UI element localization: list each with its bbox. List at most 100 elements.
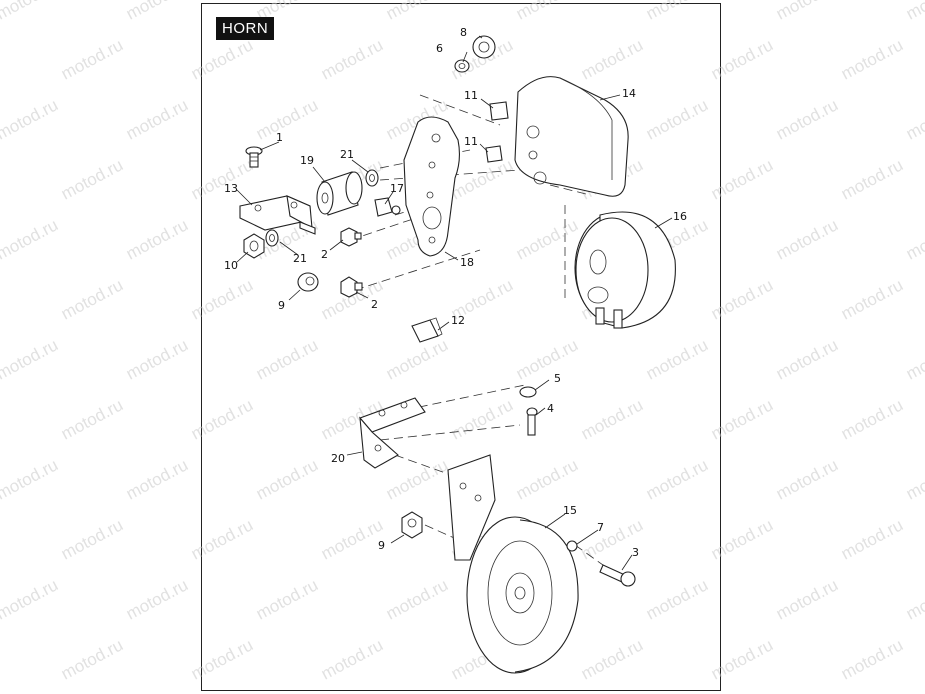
watermark-text: motod.ru — [513, 0, 581, 24]
part-15-disc-horn — [447, 454, 579, 674]
part-14-cover — [514, 76, 629, 197]
callout-18: 18 — [460, 256, 474, 269]
part-7-washer — [566, 540, 578, 552]
watermark-text: motod.ru — [318, 635, 386, 683]
part-2-bolt-upper — [340, 227, 362, 247]
watermark-text: motod.ru — [0, 95, 61, 143]
watermark-text: motod.ru — [708, 395, 776, 443]
watermark-text: motod.ru — [643, 95, 711, 143]
watermark-text: motod.ru — [58, 275, 126, 323]
watermark-text: motod.ru — [123, 575, 191, 623]
watermark-text: motod.ru — [318, 35, 386, 83]
callout-10: 10 — [224, 259, 238, 272]
leader-lines — [236, 35, 673, 571]
watermark-text: motod.ru — [773, 575, 841, 623]
part-5-washer — [519, 386, 537, 398]
part-21-washer-lower — [265, 229, 279, 247]
callout-labels: 1 2 2 3 4 5 6 7 8 9 9 10 11 11 12 13 14 … — [224, 26, 687, 559]
watermark-text: motod.ru — [903, 215, 925, 263]
watermark-text: motod.ru — [513, 335, 581, 383]
watermark-text: motod.ru — [708, 35, 776, 83]
watermark-text: motod.ru — [0, 215, 61, 263]
part-9-nut-lower — [401, 511, 423, 539]
callout-2-lower: 2 — [371, 298, 378, 311]
callout-4: 4 — [547, 402, 554, 415]
watermark-text: motod.ru — [838, 515, 906, 563]
callout-9-lower: 9 — [378, 539, 385, 552]
watermark-text: motod.ru — [448, 395, 516, 443]
watermark-text: motod.ru — [643, 335, 711, 383]
watermark-text: motod.ru — [708, 635, 776, 683]
callout-1: 1 — [276, 131, 283, 144]
callout-3: 3 — [632, 546, 639, 559]
watermark-text: motod.ru — [0, 335, 61, 383]
part-20-bracket — [359, 397, 426, 469]
watermark-text: motod.ru — [578, 395, 646, 443]
watermark-text: motod.ru — [253, 335, 321, 383]
watermark-text: motod.ru — [773, 95, 841, 143]
watermark-text: motod.ru — [0, 575, 61, 623]
callout-12: 12 — [451, 314, 465, 327]
watermark-text: motod.ru — [838, 155, 906, 203]
watermark-text: motod.ru — [838, 635, 906, 683]
part-11-clip-upper — [489, 101, 509, 121]
callout-13: 13 — [224, 182, 238, 195]
watermark-text: motod.ru — [643, 575, 711, 623]
watermark-text: motod.ru — [773, 335, 841, 383]
watermark-text: motod.ru — [383, 0, 451, 24]
callout-2-upper: 2 — [321, 248, 328, 261]
callout-8: 8 — [460, 26, 467, 39]
watermark-text: motod.ru — [838, 395, 906, 443]
watermark-text: motod.ru — [708, 515, 776, 563]
watermark-text: motod.ru — [58, 35, 126, 83]
part-2-bolt-lower — [340, 276, 363, 298]
watermark-text: motod.ru — [188, 275, 256, 323]
watermark-text: motod.ru — [0, 0, 61, 24]
watermark-text: motod.ru — [123, 335, 191, 383]
watermark-text: motod.ru — [903, 335, 925, 383]
callout-9-upper: 9 — [278, 299, 285, 312]
watermark-text: motod.ru — [0, 455, 61, 503]
watermark-text: motod.ru — [773, 455, 841, 503]
part-8-nut — [472, 35, 496, 59]
watermark-text: motod.ru — [188, 395, 256, 443]
watermark-text: motod.ru — [188, 635, 256, 683]
callout-7: 7 — [597, 521, 604, 534]
part-18-mount-plate — [403, 116, 461, 257]
watermark-text: motod.ru — [773, 215, 841, 263]
watermark-text: motod.ru — [383, 335, 451, 383]
watermark-text: motod.ru — [513, 215, 581, 263]
part-12-cap — [411, 317, 443, 343]
watermark-text: motod.ru — [318, 515, 386, 563]
part-4-screw — [526, 407, 538, 436]
callout-21-upper: 21 — [340, 148, 354, 161]
watermark-text: motod.ru — [58, 635, 126, 683]
watermark-text: motod.ru — [513, 455, 581, 503]
watermark-text: motod.ru — [903, 95, 925, 143]
watermark-text: motod.ru — [383, 455, 451, 503]
part-10-nut — [243, 233, 265, 259]
callout-16: 16 — [673, 210, 687, 223]
part-1-screw — [245, 146, 263, 168]
watermark-text: motod.ru — [643, 0, 711, 24]
watermark-text: motod.ru — [123, 215, 191, 263]
watermark-text: motod.ru — [123, 455, 191, 503]
watermark-text: motod.ru — [643, 455, 711, 503]
watermark-text: motod.ru — [123, 0, 191, 24]
callout-19: 19 — [300, 154, 314, 167]
watermark-text: motod.ru — [578, 635, 646, 683]
watermark-text: motod.ru — [58, 515, 126, 563]
watermark-text: motod.ru — [188, 515, 256, 563]
watermark-text: motod.ru — [903, 455, 925, 503]
watermark-text: motod.ru — [578, 35, 646, 83]
watermark-text: motod.ru — [903, 575, 925, 623]
part-21-washer-upper — [365, 169, 379, 187]
diagram-title-badge: HORN — [216, 17, 275, 40]
watermark-text: motod.ru — [903, 0, 925, 24]
part-11-clip-lower — [485, 145, 503, 163]
callout-20: 20 — [331, 452, 345, 465]
callout-11-upper: 11 — [464, 89, 478, 102]
